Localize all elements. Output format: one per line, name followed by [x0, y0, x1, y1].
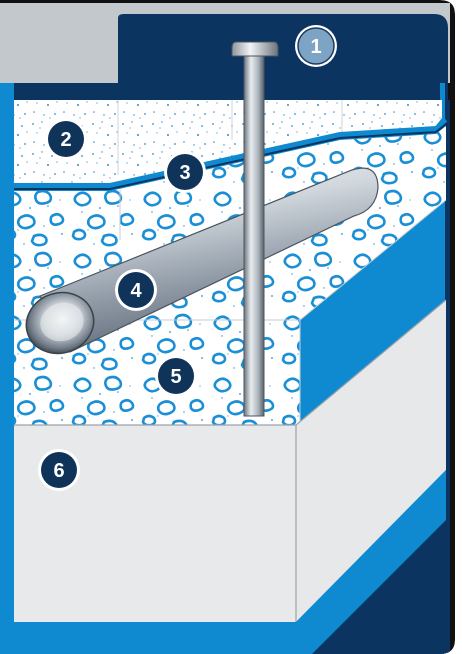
callout-6: 6	[38, 449, 80, 491]
callout-6-label: 6	[53, 460, 64, 482]
callout-3-label: 3	[179, 162, 190, 184]
callout-1: 1	[295, 25, 337, 67]
callout-5-label: 5	[170, 366, 181, 388]
callout-2: 2	[45, 118, 87, 160]
callout-5: 5	[155, 355, 197, 397]
callout-4-label: 4	[130, 280, 142, 302]
callout-3: 3	[164, 151, 206, 193]
base-strip	[0, 622, 296, 654]
callout-2-label: 2	[60, 129, 71, 151]
callout-4: 4	[115, 269, 157, 311]
trench-top-edge	[14, 83, 440, 100]
callout-1-label: 1	[310, 36, 321, 58]
